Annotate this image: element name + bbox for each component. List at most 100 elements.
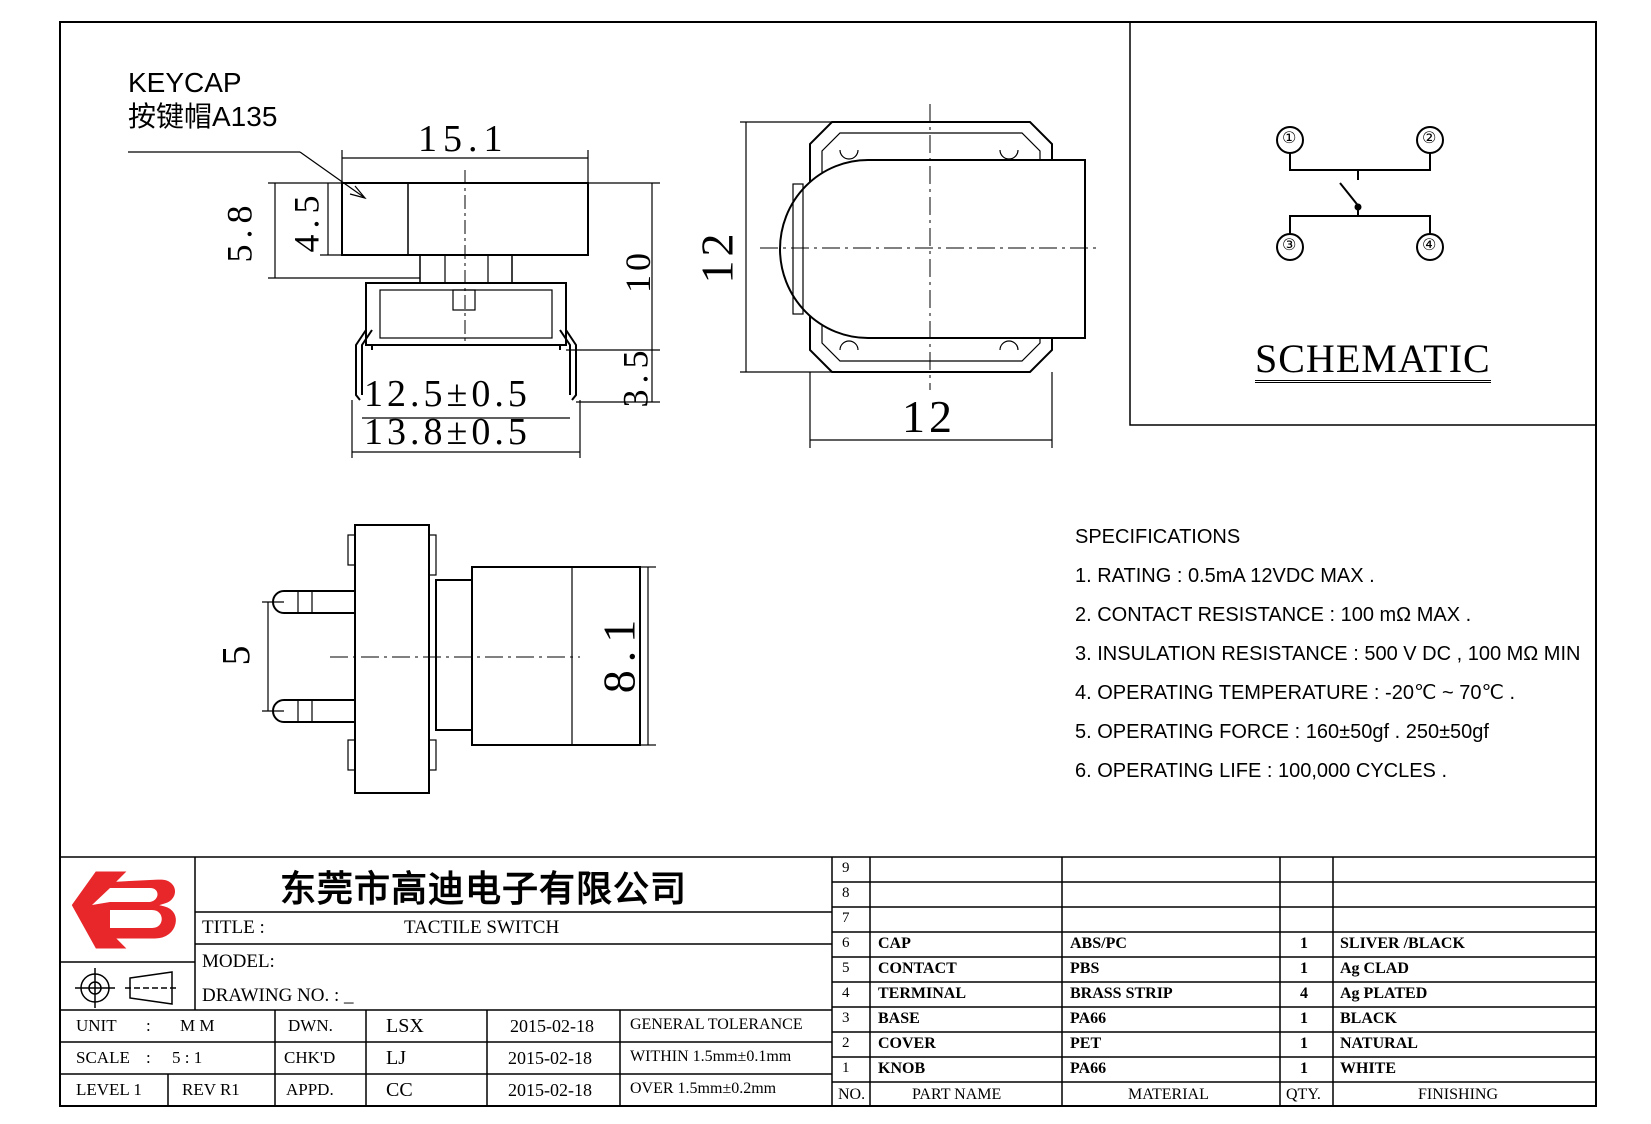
dim-8-1: 8.1 (593, 611, 645, 694)
bom-cell-no: 3 (842, 1010, 850, 1026)
bom-cell-material: PA66 (1070, 1010, 1107, 1027)
front-view (262, 524, 656, 794)
title-label: TITLE : (202, 917, 265, 938)
dwn-label: DWN. (288, 1016, 333, 1035)
spec-item: 5. OPERATING FORCE : 160±50gf . 250±50gf (1075, 721, 1489, 743)
pin-3-label: ③ (1282, 235, 1297, 254)
spec-item: 1. RATING : 0.5mA 12VDC MAX . (1075, 565, 1375, 587)
company-name: 东莞市高迪电子有限公司 (280, 869, 688, 910)
bom-cell-qty: 1 (1300, 1035, 1308, 1052)
bom-cell-no: 1 (842, 1060, 850, 1076)
rev-value: REV R1 (182, 1080, 240, 1099)
top-view (740, 104, 1100, 448)
drawing-no-label: DRAWING NO. : _ (202, 985, 354, 1006)
bom-cell-material: PBS (1070, 960, 1100, 977)
dwn-name: LSX (386, 1015, 424, 1037)
model-label: MODEL: (202, 951, 275, 972)
bom-header-no: NO. (838, 1086, 866, 1103)
keycap-label: KEYCAP 按键帽A135 (128, 66, 277, 134)
appd-name: CC (386, 1079, 413, 1101)
chkd-date: 2015-02-18 (508, 1048, 592, 1068)
specifications: SPECIFICATIONS 1. RATING : 0.5mA 12VDC M… (1075, 518, 1635, 791)
bom-header-finishing: FINISHING (1418, 1086, 1498, 1103)
pin-1-label: ① (1282, 128, 1297, 147)
dim-10: 10 (618, 249, 658, 293)
sheet-border (59, 21, 1597, 1107)
bom-cell-finishing: SLIVER /BLACK (1340, 935, 1465, 952)
bom-cell-part: CAP (878, 935, 911, 952)
pin-2-label: ② (1422, 128, 1437, 147)
bom-cell-no: 2 (842, 1035, 850, 1051)
bom-cell-finishing: NATURAL (1340, 1035, 1418, 1052)
bom-cell-material: BRASS STRIP (1070, 985, 1173, 1002)
title-block-grid (60, 856, 1596, 1106)
dwn-date: 2015-02-18 (510, 1016, 594, 1036)
tolerance-within: WITHIN 1.5mm±0.1mm (630, 1048, 792, 1065)
company-logo (68, 868, 179, 952)
side-view (128, 150, 660, 458)
bom-cell-qty: 1 (1300, 1060, 1308, 1077)
bom-cell-material: PA66 (1070, 1060, 1107, 1077)
bom-header-material: MATERIAL (1128, 1086, 1209, 1103)
schematic-title: SCHEMATIC (1255, 336, 1491, 383)
spec-item: 3. INSULATION RESISTANCE : 500 V DC , 10… (1075, 643, 1581, 665)
bom-cell-qty: 1 (1300, 960, 1308, 977)
unit-label: UNIT (76, 1016, 117, 1035)
dim-3-5: 3.5 (615, 344, 656, 408)
dim-4-5: 4.5 (286, 189, 327, 253)
spec-item: 6. OPERATING LIFE : 100,000 CYCLES . (1075, 760, 1448, 782)
spec-item: 4. OPERATING TEMPERATURE : -20℃ ~ 70℃ . (1075, 682, 1516, 704)
appd-label: APPD. (286, 1080, 334, 1099)
dim-12-bottom: 12 (902, 391, 956, 442)
dim-12-5: 12.5±0.5 (364, 373, 531, 415)
dim-5-8: 5.8 (219, 199, 260, 263)
bom-header-part: PART NAME (912, 1086, 1002, 1103)
bom-cell-part: COVER (878, 1035, 936, 1052)
appd-date: 2015-02-18 (508, 1080, 592, 1100)
spec-item: 2. CONTACT RESISTANCE : 100 mΩ MAX . (1075, 604, 1472, 626)
bom-cell-part: CONTACT (878, 960, 957, 977)
bom-cell-no: 6 (842, 935, 850, 951)
dim-12-side: 12 (691, 229, 743, 284)
bom-cell-finishing: Ag PLATED (1340, 985, 1428, 1002)
bom-cell-part: TERMINAL (878, 985, 967, 1002)
spec-heading: SPECIFICATIONS (1075, 526, 1241, 548)
bom-cell-no: 8 (842, 885, 850, 901)
pin-4-label: ④ (1422, 235, 1437, 254)
bom-cell-finishing: Ag CLAD (1340, 960, 1409, 977)
keycap-label-en: KEYCAP (128, 67, 242, 98)
bom-cell-no: 7 (842, 910, 850, 926)
bom-cell-no: 4 (842, 985, 850, 1001)
bom-cell-finishing: BLACK (1340, 1010, 1397, 1027)
chkd-name: LJ (386, 1047, 406, 1069)
bom-header-qty: QTY. (1286, 1086, 1321, 1103)
bom-cell-no: 5 (842, 960, 850, 976)
bom-cell-no: 9 (842, 860, 850, 876)
bom-cell-material: ABS/PC (1070, 935, 1127, 952)
bom-cell-part: KNOB (878, 1060, 926, 1077)
title-value: TACTILE SWITCH (404, 917, 560, 938)
level-label: LEVEL 1 (76, 1080, 142, 1099)
dim-13-8: 13.8±0.5 (364, 411, 531, 453)
dim-5: 5 (213, 645, 259, 666)
scale-label: SCALE (76, 1048, 130, 1067)
bom-cell-qty: 1 (1300, 1010, 1308, 1027)
scale-value: 5 : 1 (172, 1048, 203, 1067)
keycap-label-cn: 按键帽A135 (128, 101, 278, 132)
dim-15-1: 15.1 (418, 118, 509, 160)
general-tolerance: GENERAL TOLERANCE (630, 1016, 803, 1033)
tolerance-over: OVER 1.5mm±0.2mm (630, 1080, 777, 1097)
scale-sep: : (146, 1048, 151, 1067)
schematic-diagram (1276, 126, 1444, 261)
bom-cell-part: BASE (878, 1010, 920, 1027)
chkd-label: CHK'D (284, 1048, 336, 1067)
projection-symbol-icon (75, 968, 177, 1008)
unit-sep: : (146, 1016, 151, 1035)
bom-cell-qty: 1 (1300, 935, 1308, 952)
bom-cell-qty: 4 (1300, 985, 1308, 1002)
bom-cell-material: PET (1070, 1035, 1102, 1052)
unit-value: M M (180, 1016, 215, 1035)
bom-cell-finishing: WHITE (1340, 1060, 1397, 1077)
schematic-frame (1129, 21, 1597, 426)
